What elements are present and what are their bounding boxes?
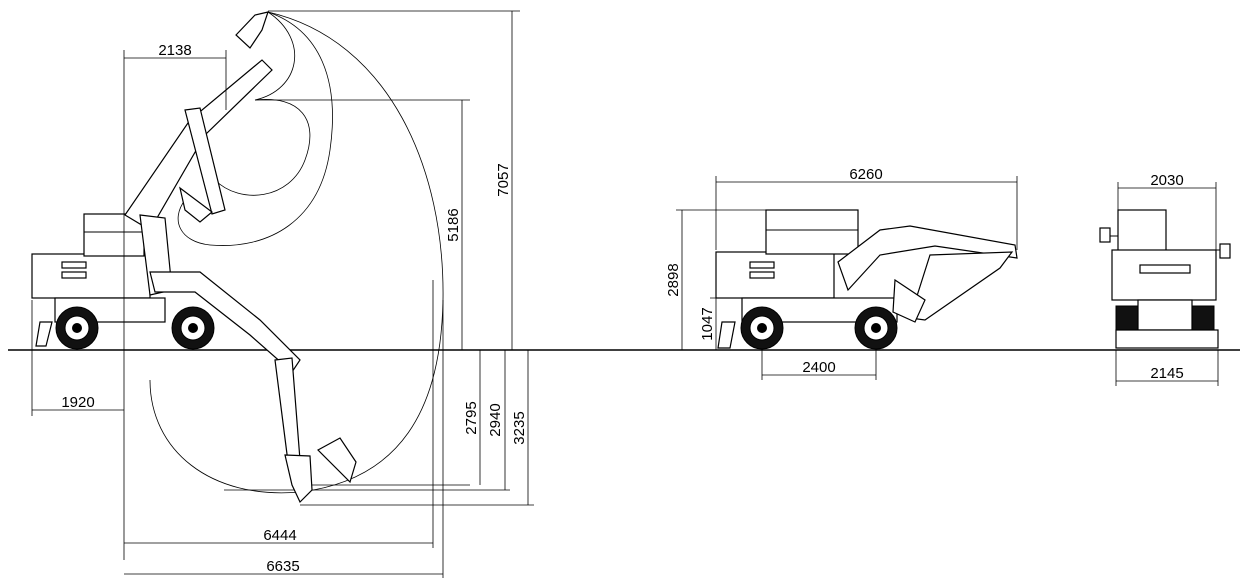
- dim-label-2940: 2940: [487, 403, 504, 436]
- dim-2138: 2138: [123, 42, 227, 560]
- dim-label-2795: 2795: [463, 401, 480, 434]
- dump-envelope-curve: [214, 98, 311, 196]
- dim-7057: 7057: [268, 10, 520, 350]
- dim-label-2145: 2145: [1150, 365, 1183, 382]
- excavator-side-transport: [715, 209, 1018, 350]
- dim-6635: 6635: [124, 300, 444, 578]
- excavator-rear: [1099, 209, 1231, 349]
- dim-2898: 2898: [665, 209, 790, 350]
- dim-label-7057: 7057: [495, 163, 512, 196]
- dim-5186: 5186: [255, 99, 470, 350]
- inner-envelope-curve: [177, 11, 333, 246]
- working-range-view: 2138 7057 5186 1920 2795 2940: [31, 10, 534, 578]
- dim-3235: 3235: [300, 350, 534, 506]
- dim-label-6260: 6260: [849, 166, 882, 183]
- excavator-side-left: [31, 11, 357, 504]
- dim-label-2898: 2898: [665, 263, 682, 296]
- dim-1920: 1920: [31, 300, 124, 416]
- dim-2400: 2400: [761, 350, 877, 380]
- dim-label-1047: 1047: [699, 307, 716, 340]
- dim-label-5186: 5186: [445, 208, 462, 241]
- dim-2145: 2145: [1115, 350, 1219, 386]
- dim-2030: 2030: [1117, 172, 1217, 250]
- dim-label-6635: 6635: [266, 558, 299, 575]
- dim-label-1920: 1920: [61, 394, 94, 411]
- dim-2940: 2940: [440, 350, 510, 491]
- working-envelope-curve: [149, 11, 444, 494]
- dim-2795: 2795: [463, 350, 481, 485]
- rear-view: 2030 2145: [1099, 172, 1231, 386]
- dim-label-3235: 3235: [511, 411, 528, 444]
- dim-label-6444: 6444: [263, 527, 296, 544]
- dim-label-2400: 2400: [802, 359, 835, 376]
- dim-label-2138: 2138: [158, 42, 191, 59]
- dim-label-2030: 2030: [1150, 172, 1183, 189]
- dim-6260: 6260: [715, 166, 1018, 250]
- dim-6444: 6444: [124, 280, 434, 548]
- transport-side-view: 6260 2898 1047 2400: [665, 166, 1018, 380]
- dim-1047: 1047: [699, 297, 740, 350]
